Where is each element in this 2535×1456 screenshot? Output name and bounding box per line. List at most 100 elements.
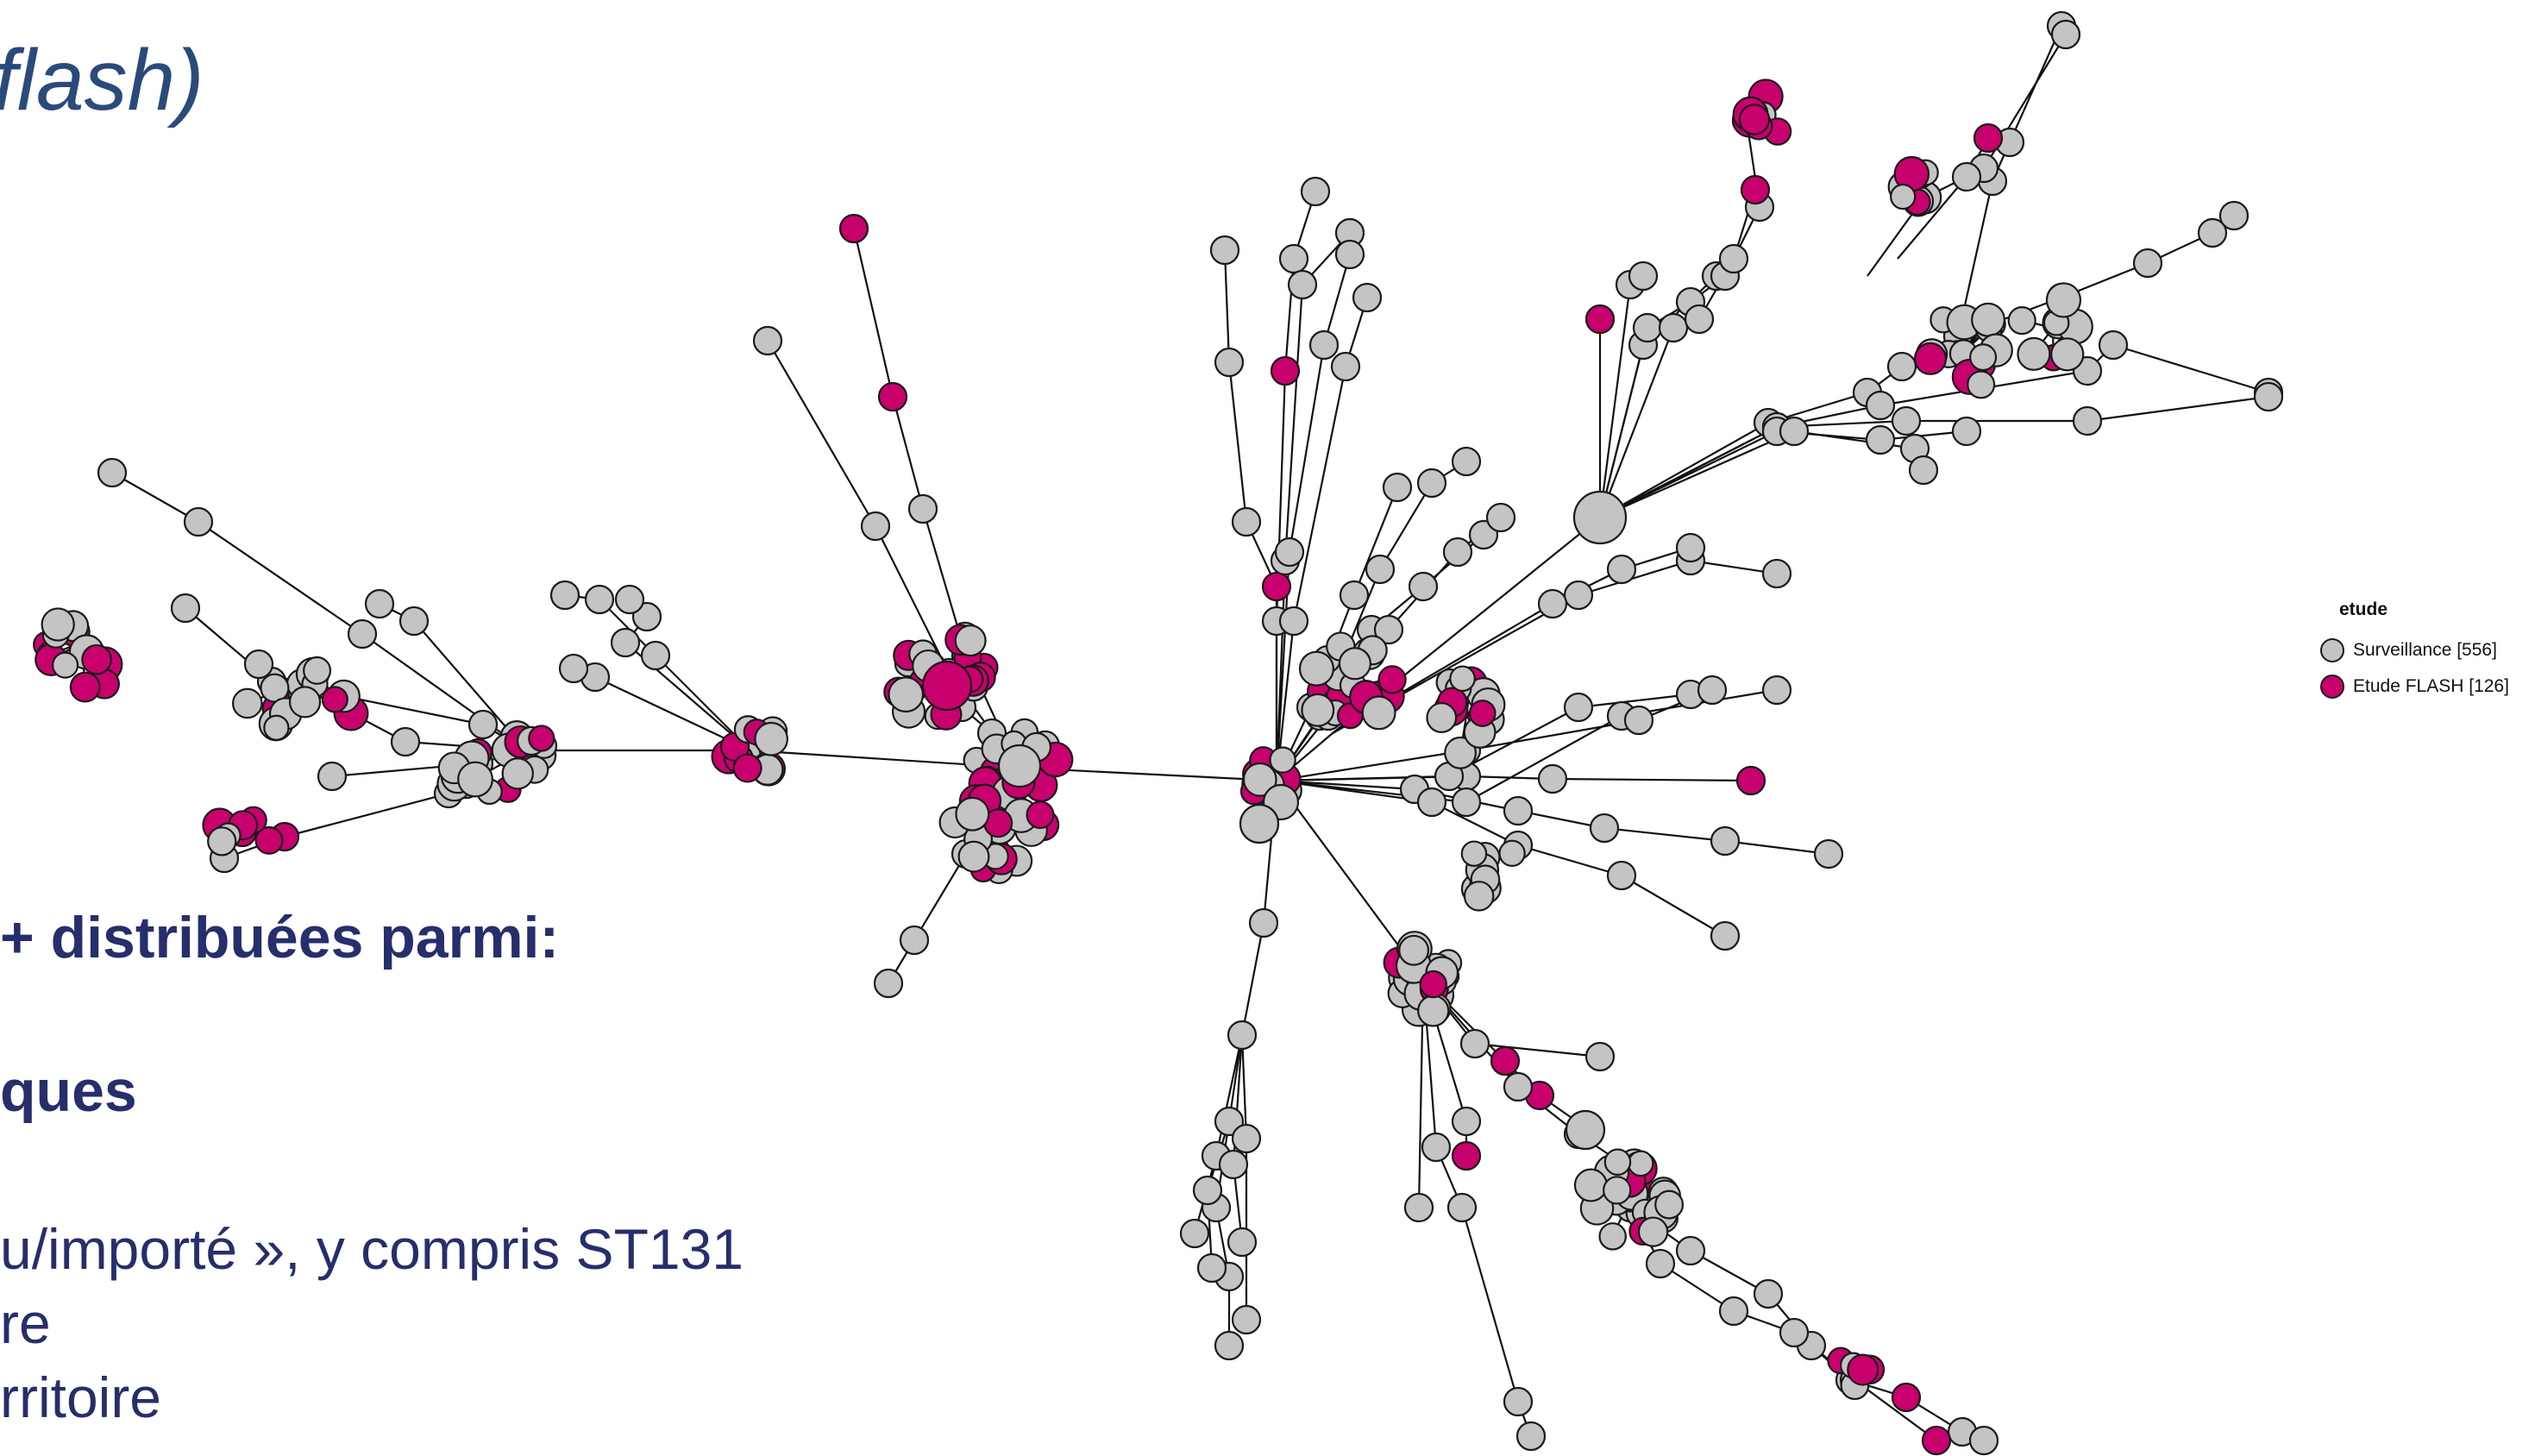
flash-node	[1738, 104, 1771, 135]
flash-node	[1847, 1353, 1879, 1386]
tree-edge	[1352, 486, 1399, 596]
surveillance-node	[1231, 1304, 1262, 1335]
surveillance-node	[1382, 472, 1413, 503]
surveillance-node	[1565, 1109, 1606, 1151]
surveillance-node	[97, 457, 128, 488]
surveillance-node	[1330, 351, 1361, 382]
surveillance-node	[1908, 455, 1939, 486]
flash-node	[1261, 571, 1292, 602]
surveillance-node	[467, 709, 499, 740]
surveillance-node	[1485, 502, 1516, 533]
flash-node	[254, 825, 284, 855]
grey-circle-icon	[2320, 638, 2344, 662]
surveillance-node	[1675, 1235, 1706, 1266]
surveillance-node	[1408, 571, 1439, 602]
surveillance-node	[1637, 1216, 1669, 1247]
surveillance-node	[2050, 337, 2085, 372]
tree-edge	[913, 853, 967, 941]
tree-edge	[1599, 430, 1795, 519]
surveillance-node	[1627, 1150, 1654, 1177]
surveillance-node	[549, 580, 580, 611]
surveillance-node	[1563, 692, 1594, 723]
surveillance-node	[1779, 1317, 1810, 1348]
surveillance-node	[1444, 736, 1477, 769]
slide-text-line-2: ques	[0, 1058, 137, 1124]
surveillance-node	[263, 714, 290, 741]
flash-node	[81, 643, 112, 675]
tree-edge	[1276, 749, 1467, 782]
tree-edge	[1517, 844, 1622, 877]
tree-edge	[1288, 344, 1326, 553]
tree-edge	[284, 792, 449, 838]
flash-node	[1451, 1140, 1482, 1171]
tree-edge	[198, 521, 363, 635]
tree-edge	[875, 525, 950, 674]
surveillance-node	[1573, 1168, 1608, 1202]
legend-label-surveillance: Surveillance [556]	[2353, 640, 2497, 660]
surveillance-node	[558, 653, 589, 684]
surveillance-node	[640, 640, 671, 671]
surveillance-node	[1248, 907, 1279, 938]
tree-edge	[111, 472, 199, 523]
surveillance-node	[1971, 302, 2005, 337]
surveillance-node	[1606, 554, 1637, 585]
surveillance-node	[170, 593, 201, 624]
tree-edge	[1578, 693, 1691, 709]
surveillance-node	[873, 968, 904, 999]
surveillance-node	[1951, 416, 1982, 447]
surveillance-node	[1214, 1330, 1245, 1361]
tree-edge	[1240, 922, 1265, 1036]
slide-text-line-5: rritoire	[0, 1365, 162, 1429]
surveillance-node	[1603, 1148, 1632, 1176]
surveillance-node	[1242, 762, 1277, 797]
flash-node	[321, 686, 348, 713]
slide-title-fragment: flash)	[0, 32, 204, 129]
surveillance-node	[2197, 217, 2228, 248]
surveillance-node	[1352, 282, 1383, 313]
surveillance-node	[754, 721, 788, 756]
flash-node	[1891, 1382, 1922, 1413]
flash-node	[838, 213, 869, 244]
surveillance-node	[1463, 881, 1495, 912]
surveillance-node	[183, 506, 214, 537]
flash-node	[69, 671, 101, 703]
tree-edge	[1793, 430, 1916, 450]
tree-edge	[1223, 249, 1231, 363]
surveillance-node	[457, 761, 493, 798]
surveillance-node	[1503, 1071, 1534, 1102]
tree-edge	[1621, 875, 1726, 937]
surveillance-node	[1365, 554, 1396, 585]
surveillance-node	[1589, 813, 1620, 844]
surveillance-node	[501, 757, 534, 790]
tree-edge	[1599, 422, 1769, 518]
surveillance-node	[41, 607, 75, 642]
slide-text-line-3: u/importé », y compris ST131	[0, 1217, 744, 1281]
tree-edge	[1578, 559, 1691, 597]
surveillance-node	[390, 726, 421, 757]
surveillance-node	[1761, 675, 1792, 706]
surveillance-node	[303, 656, 332, 685]
surveillance-node	[1498, 839, 1526, 867]
surveillance-node	[52, 651, 79, 679]
flash-node	[1913, 342, 1948, 375]
tree-edge	[1292, 366, 1347, 622]
surveillance-node	[888, 676, 925, 713]
surveillance-node	[1537, 763, 1568, 794]
surveillance-node	[1779, 416, 1810, 447]
flash-node	[1584, 304, 1616, 335]
surveillance-node	[1179, 1218, 1210, 1249]
tree-edge	[1724, 839, 1829, 856]
tree-edge	[1379, 482, 1433, 570]
surveillance-node	[1886, 351, 1917, 382]
surveillance-node	[1460, 840, 1488, 867]
flash-node	[732, 753, 762, 783]
tree-edge	[1598, 327, 1649, 518]
flash-node	[1735, 765, 1766, 796]
surveillance-node	[1603, 1176, 1632, 1205]
surveillance-node	[957, 840, 990, 873]
surveillance-node	[1537, 588, 1568, 619]
slide-text-line-4: re	[0, 1291, 51, 1355]
surveillance-node	[2072, 405, 2103, 436]
surveillance-node	[1572, 490, 1628, 545]
flash-node	[1490, 1045, 1521, 1076]
